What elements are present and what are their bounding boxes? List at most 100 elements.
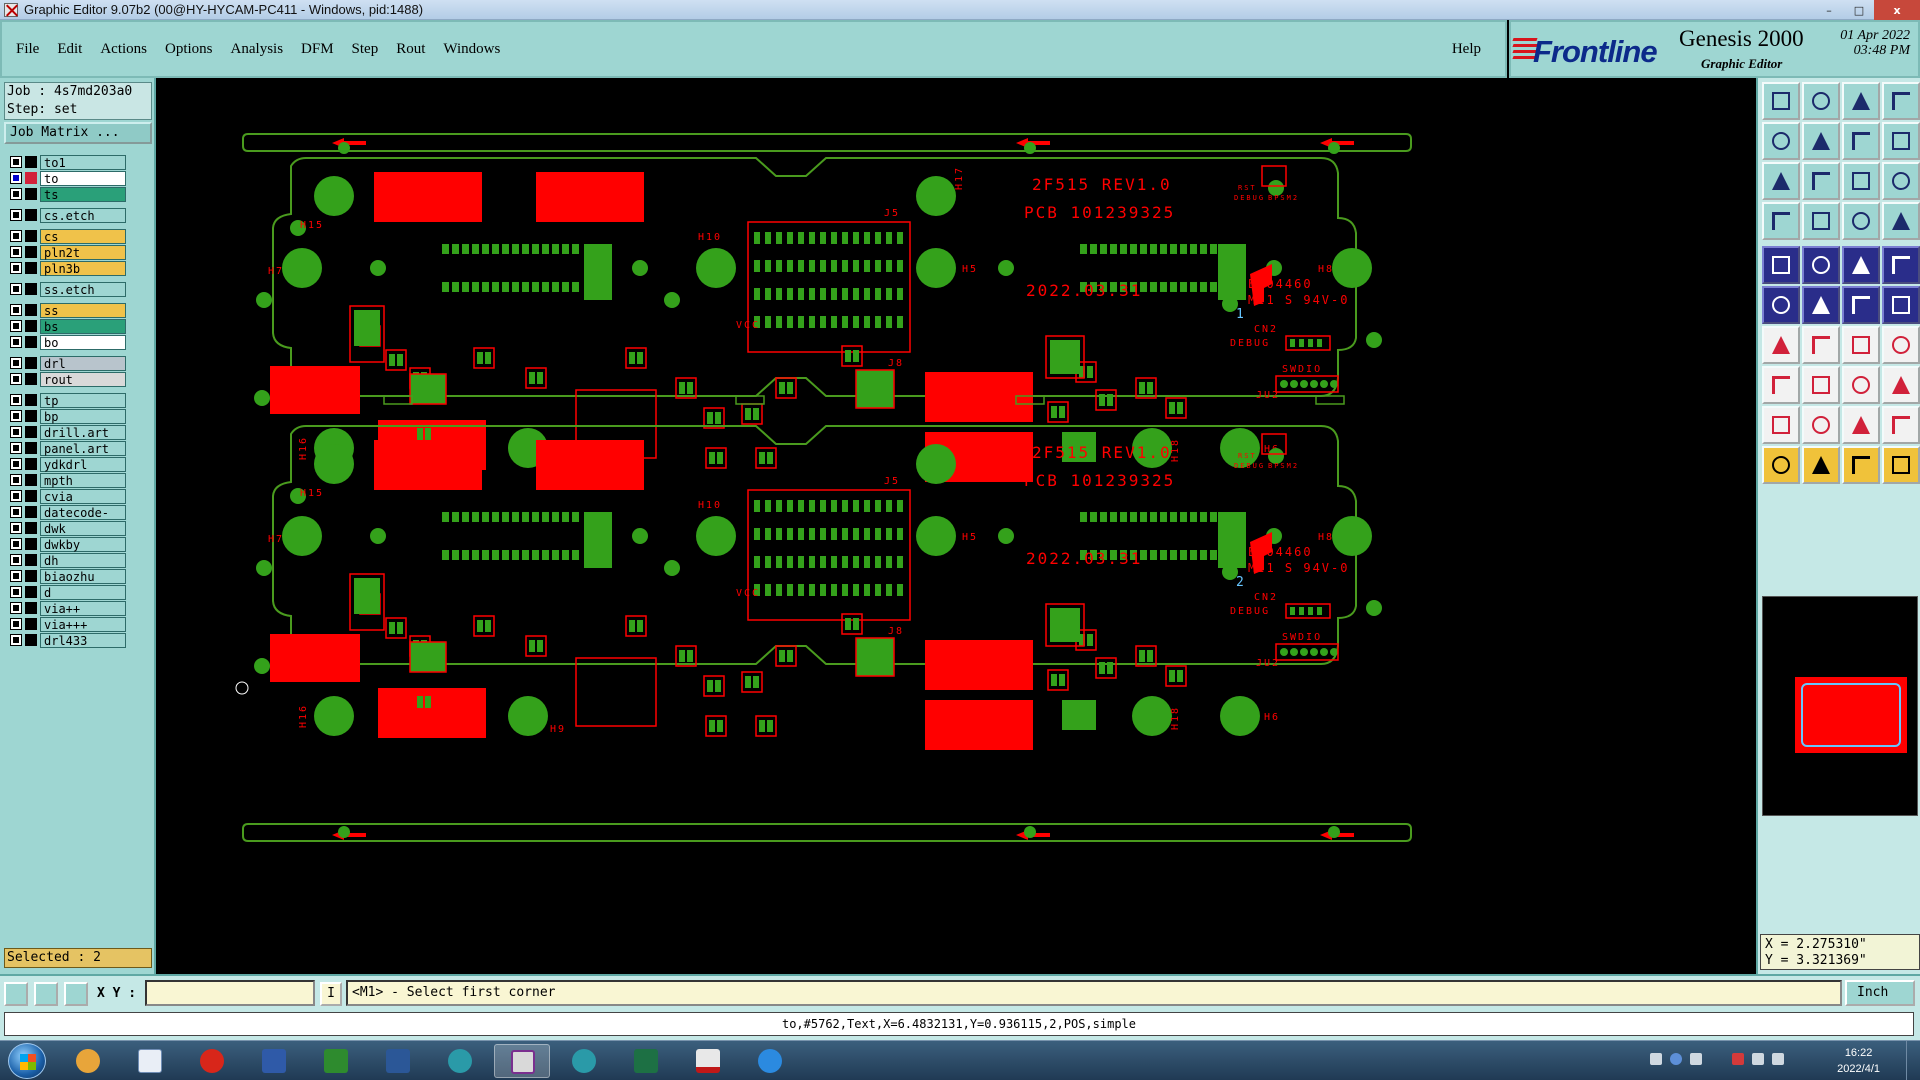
- layer-row-drl433[interactable]: drl433: [4, 632, 126, 648]
- layer-affected-toggle[interactable]: [25, 538, 37, 550]
- connect-tool-button[interactable]: [1762, 286, 1800, 324]
- layer-row-bs[interactable]: bs: [4, 318, 126, 334]
- triangle-b-tool-button[interactable]: [1842, 406, 1880, 444]
- layer-display-checkbox[interactable]: [10, 188, 22, 200]
- layer-affected-toggle[interactable]: [25, 602, 37, 614]
- layer-row-pln2t[interactable]: pln2t: [4, 244, 126, 260]
- layer-row-cs-etch[interactable]: cs.etch: [4, 207, 126, 223]
- layer-affected-toggle[interactable]: [25, 262, 37, 274]
- grid-toggle-tool-button[interactable]: [1802, 202, 1840, 240]
- taskbar-app-pdf[interactable]: [680, 1044, 736, 1078]
- close-button[interactable]: x: [1874, 0, 1920, 20]
- home-tool-button[interactable]: [1842, 82, 1880, 120]
- tray-network-icon[interactable]: [1690, 1053, 1702, 1065]
- menu-step[interactable]: Step: [351, 40, 379, 57]
- layer-row-to[interactable]: to: [4, 170, 126, 186]
- minimize-button[interactable]: –: [1826, 3, 1832, 17]
- pan-right-tool-button[interactable]: [1802, 122, 1840, 160]
- layer-affected-toggle[interactable]: [25, 373, 37, 385]
- layer-display-checkbox[interactable]: [10, 538, 22, 550]
- layer-display-checkbox[interactable]: [10, 570, 22, 582]
- layer-row-ydkdrl[interactable]: ydkdrl: [4, 456, 126, 472]
- layer-affected-toggle[interactable]: [25, 570, 37, 582]
- layer-display-checkbox[interactable]: [10, 320, 22, 332]
- snap-icon[interactable]: [4, 982, 28, 1006]
- fill-tool-button[interactable]: [1882, 246, 1920, 284]
- layer-affected-toggle[interactable]: [25, 357, 37, 369]
- pointer-tool-button[interactable]: [1762, 446, 1800, 484]
- taskbar-app-save[interactable]: [246, 1044, 302, 1078]
- tray-keyboard-icon[interactable]: [1650, 1053, 1662, 1065]
- layer-display-checkbox[interactable]: [10, 209, 22, 221]
- add-surface-tool-button[interactable]: [1762, 366, 1800, 404]
- layer-display-checkbox[interactable]: [10, 357, 22, 369]
- layer-affected-toggle[interactable]: [25, 426, 37, 438]
- scale-tool-button[interactable]: [1842, 162, 1880, 200]
- taskbar-app-word[interactable]: [370, 1044, 426, 1078]
- layer-affected-toggle[interactable]: [25, 320, 37, 332]
- job-matrix-button[interactable]: Job Matrix ...: [4, 122, 152, 144]
- layer-affected-toggle[interactable]: [25, 246, 37, 258]
- layer-display-checkbox[interactable]: [10, 336, 22, 348]
- layer-row-panel-art[interactable]: panel.art: [4, 440, 126, 456]
- taskbar-app-genesis[interactable]: [494, 1044, 550, 1078]
- layer-display-checkbox[interactable]: [10, 634, 22, 646]
- select-arrow-tool-button[interactable]: [1802, 446, 1840, 484]
- taskbar-app-g[interactable]: [184, 1044, 240, 1078]
- layer-row-pln3b[interactable]: pln3b: [4, 260, 126, 276]
- ruler-tool-button[interactable]: [1842, 246, 1880, 284]
- layer-row-datecode-ptc[interactable]: datecode-ptc: [4, 504, 126, 534]
- layer-display-checkbox[interactable]: [10, 554, 22, 566]
- layer-display-checkbox[interactable]: [10, 410, 22, 422]
- layer-row-drl[interactable]: drl: [4, 355, 126, 371]
- compare-tool-button[interactable]: [1882, 202, 1920, 240]
- layer-affected-toggle[interactable]: [25, 618, 37, 630]
- taskbar-app-eye[interactable]: [432, 1044, 488, 1078]
- i-button[interactable]: I: [320, 982, 342, 1006]
- units-selector[interactable]: Inch: [1845, 980, 1915, 1006]
- delete-tool-button[interactable]: [1802, 286, 1840, 324]
- measure-triangle-tool-button[interactable]: [1762, 406, 1800, 444]
- tray-monitor-icon[interactable]: [1772, 1053, 1784, 1065]
- layer-display-checkbox[interactable]: [10, 394, 22, 406]
- layer-display-checkbox[interactable]: [10, 304, 22, 316]
- layer-display-checkbox[interactable]: [10, 618, 22, 630]
- redraw-tool-button[interactable]: [1882, 122, 1920, 160]
- layer-row-cs[interactable]: cs: [4, 228, 126, 244]
- layer-affected-toggle[interactable]: [25, 634, 37, 646]
- zoom-out-tool-button[interactable]: [1802, 162, 1840, 200]
- select-net-tool-button[interactable]: [1882, 446, 1920, 484]
- layer-display-checkbox[interactable]: [10, 458, 22, 470]
- layer-affected-toggle[interactable]: [25, 209, 37, 221]
- layer-display-checkbox[interactable]: [10, 442, 22, 454]
- layer-affected-toggle[interactable]: [25, 172, 37, 184]
- select-pad-tool-button[interactable]: [1762, 246, 1800, 284]
- layer-display-checkbox[interactable]: [10, 172, 22, 184]
- layer-affected-toggle[interactable]: [25, 283, 37, 295]
- taskbar-app-notepad[interactable]: [122, 1044, 178, 1078]
- layer-row-to1[interactable]: to1: [4, 154, 126, 170]
- copy-tool-button[interactable]: [1842, 366, 1880, 404]
- edit-line-tool-button[interactable]: [1802, 246, 1840, 284]
- triangle-c-tool-button[interactable]: [1882, 406, 1920, 444]
- layer-affected-toggle[interactable]: [25, 188, 37, 200]
- layer-affected-toggle[interactable]: [25, 522, 37, 534]
- layer-display-checkbox[interactable]: [10, 586, 22, 598]
- layer-row-bo[interactable]: bo: [4, 334, 126, 350]
- add-arc-tool-button[interactable]: [1802, 326, 1840, 364]
- zoom-window-tool-button[interactable]: [1802, 82, 1840, 120]
- fit-tool-button[interactable]: [1882, 82, 1920, 120]
- menu-windows[interactable]: Windows: [443, 40, 501, 57]
- layer-affected-toggle[interactable]: [25, 410, 37, 422]
- maximize-button[interactable]: □: [1853, 3, 1865, 17]
- zoom-home-tool-button[interactable]: [1762, 82, 1800, 120]
- layer-row-ts[interactable]: ts: [4, 186, 126, 202]
- taskbar-app-shell[interactable]: [60, 1044, 116, 1078]
- grid-icon[interactable]: [64, 982, 88, 1006]
- menu-help[interactable]: Help: [1451, 40, 1481, 57]
- tray-arrow-icon[interactable]: [1710, 1053, 1722, 1065]
- layer-row-cvia[interactable]: cvia: [4, 488, 126, 504]
- layer-display-checkbox[interactable]: [10, 426, 22, 438]
- menu-file[interactable]: File: [16, 40, 40, 57]
